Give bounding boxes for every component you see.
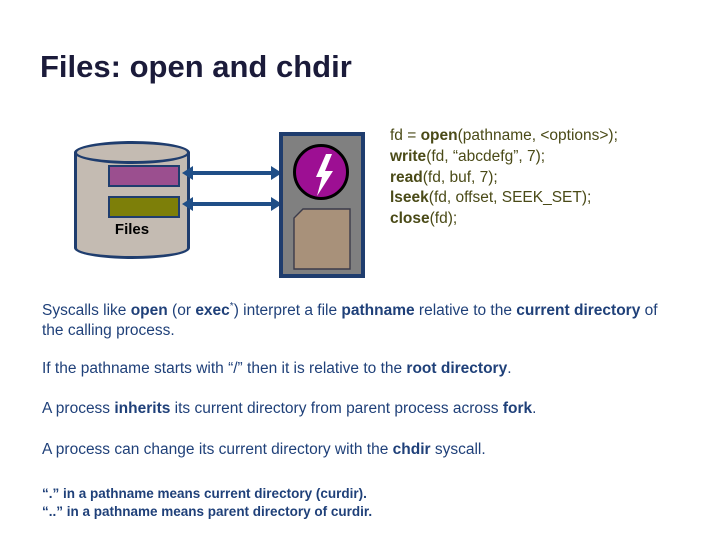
code-line: close(fd); — [390, 210, 458, 228]
cylinder-olive-bar — [108, 196, 180, 218]
page-title: Files: open and chdir — [40, 49, 352, 84]
code-line: lseek(fd, offset, SEEK_SET); — [390, 189, 592, 207]
syscall-code-block: fd = open(pathname, <options>); write(fd… — [390, 126, 618, 230]
code-line: write(fd, “abcdefg”, 7); — [390, 147, 546, 165]
cylinder-purple-bar — [108, 165, 180, 187]
cylinder-top-ellipse — [74, 141, 190, 164]
arrow-head-right-icon — [271, 166, 282, 180]
footnote-parent-dir: “..” in a pathname means parent director… — [42, 504, 373, 519]
code-line: read(fd, buf, 7); — [390, 168, 498, 186]
lightning-bolt-icon — [316, 154, 333, 196]
paragraph-syscalls: Syscalls like open (or exec*) interpret … — [42, 301, 658, 340]
document-icon — [293, 208, 351, 270]
paragraph-chdir: A process can change its current directo… — [42, 441, 486, 458]
code-line: fd = open(pathname, <options>); — [390, 127, 618, 144]
process-box — [279, 132, 365, 278]
paragraph-root-directory: If the pathname starts with “/” then it … — [42, 360, 512, 377]
arrow-shaft — [192, 171, 272, 175]
cylinder-label: Files — [114, 221, 150, 238]
files-process-diagram: Files — [74, 132, 365, 278]
arrow-bottom — [182, 197, 282, 211]
arrow-head-left-icon — [182, 197, 193, 211]
arrow-head-left-icon — [182, 166, 193, 180]
files-cylinder: Files — [74, 141, 194, 260]
arrow-top — [182, 166, 282, 180]
arrow-head-right-icon — [271, 197, 282, 211]
process-circle — [293, 144, 349, 200]
footnote-curdir: “.” in a pathname means current director… — [42, 486, 367, 501]
arrow-shaft — [192, 202, 272, 206]
paragraph-inherits-fork: A process inherits its current directory… — [42, 400, 537, 417]
